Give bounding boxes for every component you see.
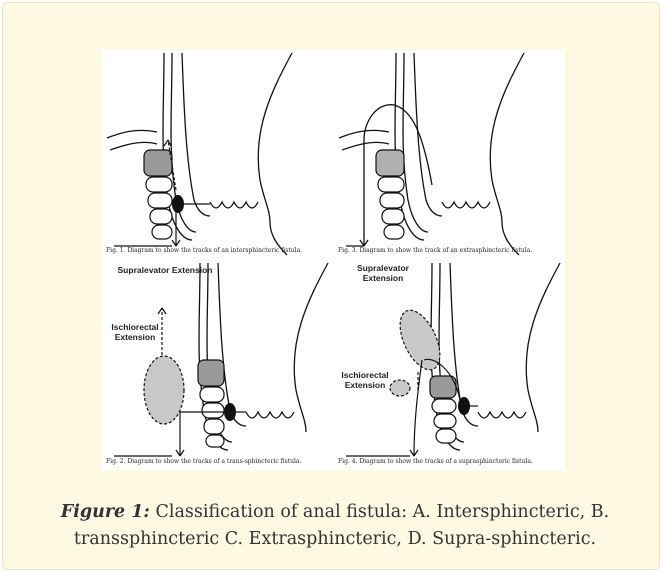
panel-caption: Fig. 4. Diagram to show the tracks of a … [338, 458, 553, 465]
panel-extrasphincteric: Fig. 3. Diagram to show the track of an … [334, 50, 565, 260]
panel-intersphincteric: Fig. 1. Diagram to show the tracks of an… [102, 50, 333, 260]
panel-transsphincteric: Supralevator Extension Ischiorectal Exte… [102, 260, 333, 470]
suprasphincteric-drawing [334, 260, 565, 470]
intersphincteric-drawing [102, 50, 333, 260]
ischiorectal-extension-label: Ischiorectal Extension [334, 370, 396, 390]
panel-caption: Fig. 1. Diagram to show the tracks of an… [106, 247, 321, 254]
extrasphincteric-drawing [334, 50, 565, 260]
figure-caption: Figure 1: Classification of anal fistula… [11, 499, 659, 553]
diagram-figure: Fig. 1. Diagram to show the tracks of an… [102, 50, 565, 470]
panel-caption: Fig. 2. Diagram to show the tracks of a … [106, 458, 321, 465]
panel-caption: Fig. 3. Diagram to show the track of an … [338, 247, 553, 254]
supralevator-extension-label: Supralevator Extension [348, 263, 418, 283]
figure-caption-label: Figure 1: [61, 502, 150, 522]
figure-caption-text: Classification of anal fistula: A. Inter… [74, 502, 609, 549]
supralevator-extension-label: Supralevator Extension [116, 265, 214, 275]
transsphincteric-drawing [102, 260, 333, 470]
ischiorectal-extension-label: Ischiorectal Extension [102, 322, 168, 342]
panel-suprasphincteric: Supralevator Extension Ischiorectal Exte… [334, 260, 565, 470]
